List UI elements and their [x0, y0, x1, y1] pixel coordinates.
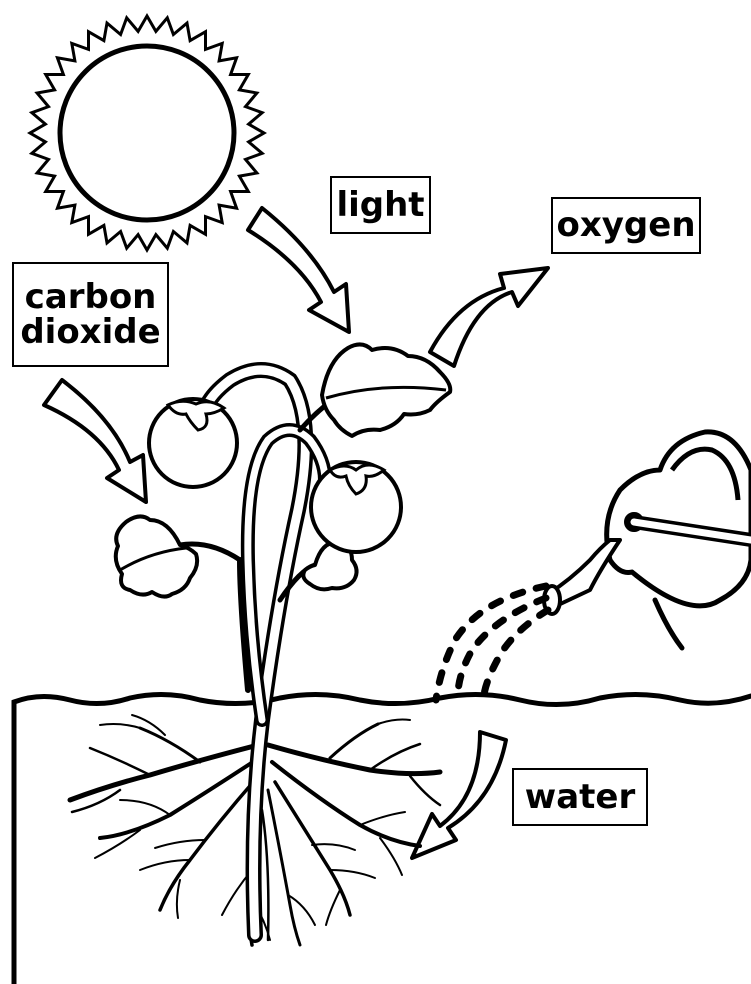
carbon-dioxide-label-line2: dioxide — [20, 315, 160, 350]
tomato — [149, 399, 237, 487]
soil — [14, 694, 751, 984]
water-label: water — [512, 768, 648, 826]
tomato — [311, 462, 401, 552]
carbon-dioxide-label: carbon dioxide — [12, 262, 169, 367]
leaf — [116, 516, 197, 596]
oxygen-label: oxygen — [551, 197, 701, 254]
oxygen-label-text: oxygen — [556, 208, 695, 243]
light-label: light — [330, 176, 431, 234]
water-label-text: water — [525, 780, 635, 815]
sun-icon — [30, 16, 264, 250]
carbon-dioxide-label-line1: carbon — [25, 280, 157, 315]
watering-can-icon — [544, 432, 751, 648]
water-stream — [436, 586, 548, 700]
carbon-dioxide-arrow — [44, 380, 146, 502]
light-label-text: light — [336, 188, 424, 223]
plant-icon — [116, 344, 451, 935]
oxygen-arrow — [430, 268, 548, 366]
leaf — [322, 344, 450, 436]
